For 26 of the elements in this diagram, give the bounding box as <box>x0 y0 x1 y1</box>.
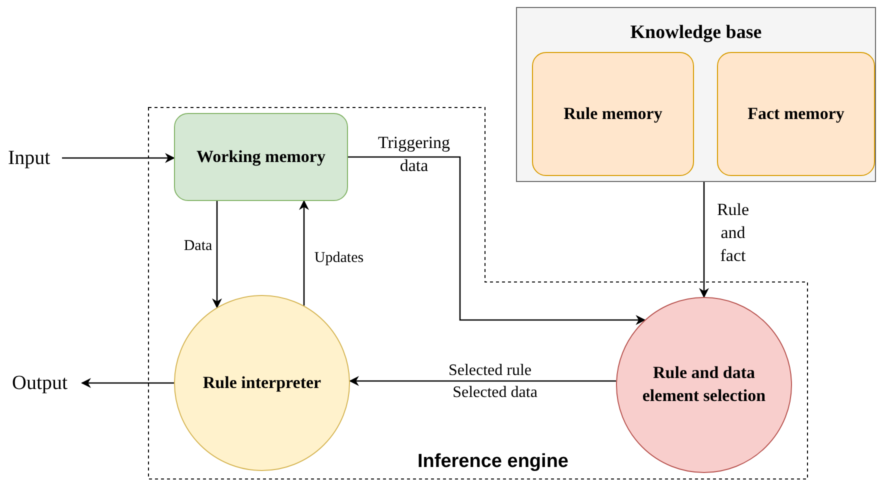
node-label: Fact memory <box>748 102 844 125</box>
arrow <box>299 200 309 306</box>
rounded-box <box>174 113 348 201</box>
edge-label: Rule and fact <box>716 199 750 267</box>
panel-box <box>516 7 876 182</box>
arrow <box>699 182 709 298</box>
rounded-box <box>717 52 875 176</box>
output-label: Output <box>12 371 82 395</box>
arrow <box>212 201 222 308</box>
arrow <box>81 378 174 388</box>
node-label: Working memory <box>196 146 326 168</box>
rounded-box <box>532 52 694 176</box>
arrow <box>62 153 175 163</box>
panel-title: Knowledge base <box>629 22 763 44</box>
edge-label: Selected rule <box>447 361 533 381</box>
arrow <box>348 156 646 325</box>
input-label: Input <box>8 146 62 170</box>
node-label: Rule interpreter <box>202 372 322 394</box>
node-label: Rule and data element selection <box>641 362 767 407</box>
note-text: Selected data <box>452 384 538 402</box>
node-label: Rule memory <box>564 102 662 125</box>
edge-label: Updates <box>313 249 365 268</box>
edge-label: Triggering data <box>376 132 452 177</box>
edge-label: Data <box>182 237 214 256</box>
group-title: Inference engine <box>416 451 570 473</box>
arrow <box>348 376 616 386</box>
